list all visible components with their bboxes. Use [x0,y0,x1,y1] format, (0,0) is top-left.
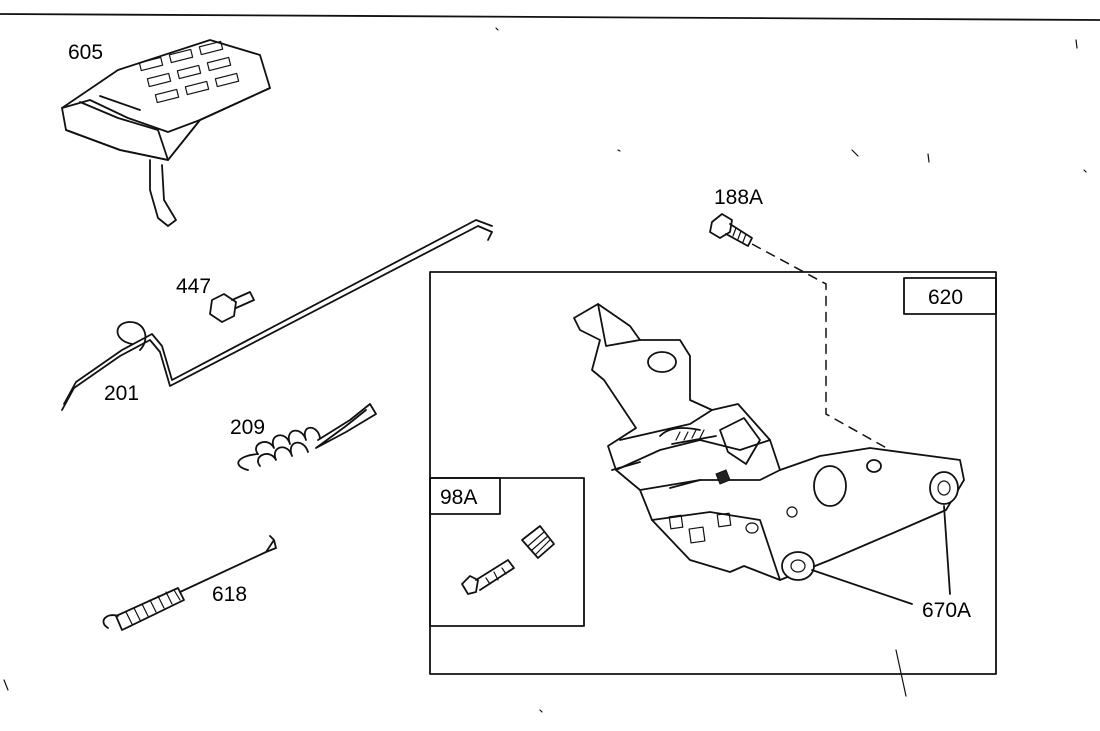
part-98a-drawing [461,525,555,595]
box-620-frame [429,271,997,675]
part-209-drawing [237,403,377,471]
part-618-drawing [102,535,277,631]
label-618: 618 [212,583,248,606]
label-620: 620 [928,286,964,309]
label-98a: 98A [440,486,478,509]
leader-670a-a [811,569,913,605]
label-209: 209 [230,416,266,439]
box-620-label-frame [903,277,997,315]
box-98a-frame [429,477,585,627]
top-border-line [0,13,1100,21]
label-447: 447 [176,275,212,298]
part-447-drawing [209,291,255,323]
label-188a: 188A [714,186,764,209]
part-620-drawing [573,303,965,581]
label-201: 201 [104,382,140,405]
part-605-drawing [61,39,271,227]
scan-specks [3,27,1087,713]
leader-670a-b [943,505,951,595]
label-670a: 670A [922,599,972,622]
box-98a-label-frame [429,477,501,515]
part-201-drawing [61,219,493,411]
label-605: 605 [68,41,104,64]
